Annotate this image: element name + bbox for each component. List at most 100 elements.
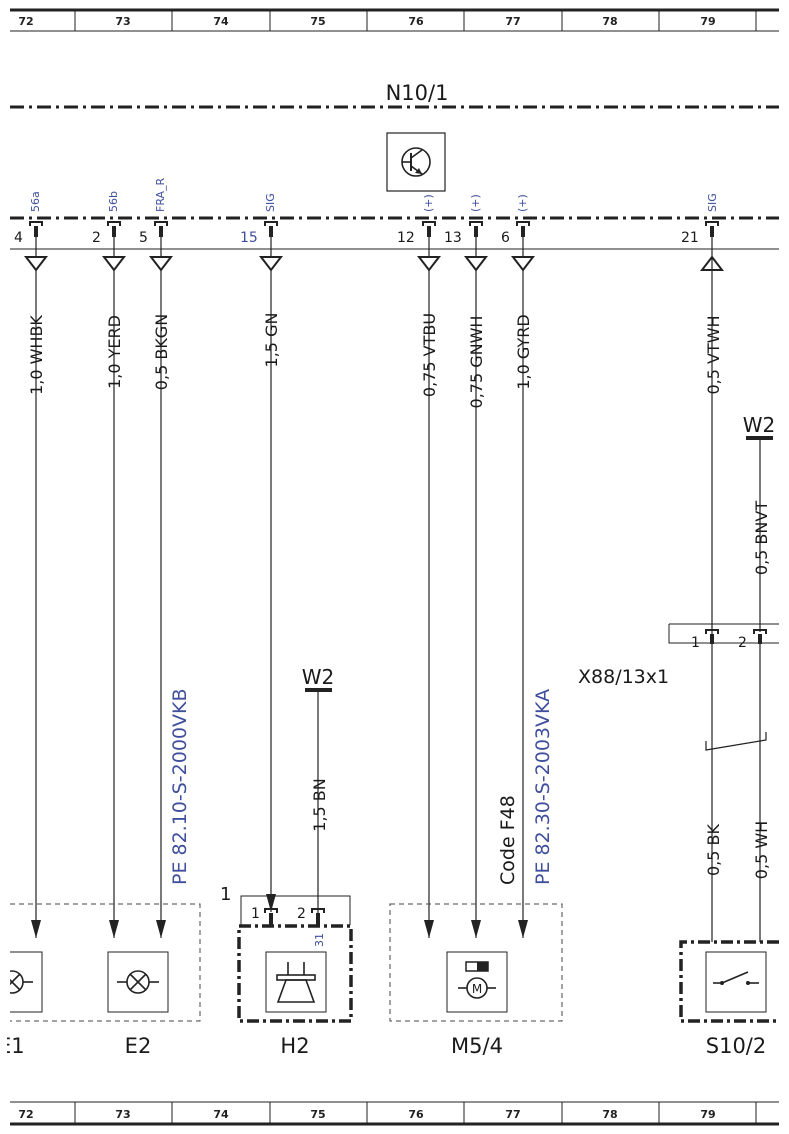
sig-label-pin-2: 56b: [107, 191, 120, 212]
ground-s10: W2 0,5 BNVT: [743, 413, 776, 632]
pin-number-6: 6: [501, 230, 510, 246]
pin-number-5: 5: [139, 230, 148, 246]
wire-direction-triangle: [23, 256, 49, 272]
component-label-e2: E2: [125, 1034, 152, 1058]
module-n10-1: N10/1: [10, 81, 779, 250]
ruler-col-72: 72: [18, 15, 33, 28]
wire-arrowhead: [266, 894, 276, 912]
ground-h2: W2 1,5 BN: [302, 665, 335, 913]
sig-label-pin-12: (+): [422, 194, 435, 212]
h2-pin-2-signal: 31: [313, 933, 326, 947]
ruler-col-78: 78: [602, 15, 617, 28]
wire-labels: 1,0 WHBK 1,0 YERD 0,5 BKGN 1,5 GN 0,75 V…: [27, 313, 723, 409]
switch-icon: [705, 951, 767, 1013]
wire-label-pin-6: 1,0 GYRD: [514, 314, 533, 389]
wire-label-s10-ground: 0,5 BNVT: [752, 501, 771, 575]
component-label-h2: H2: [280, 1034, 309, 1058]
pin-15: [258, 221, 284, 912]
svg-text:M: M: [472, 982, 482, 996]
top-ruler: 72 73 74 75 76 77 78 79: [10, 8, 779, 32]
wire-direction-triangle: [148, 256, 174, 272]
component-m5-box: [389, 903, 563, 1022]
ruler-col-76: 76: [408, 15, 424, 28]
wire-arrowhead: [109, 920, 119, 938]
ground-label-h2: W2: [302, 665, 335, 689]
wire-arrowhead: [31, 920, 41, 938]
ruler-col-75: 75: [310, 15, 325, 28]
bottom-ruler: 72 73 74 75 76 77 78 79: [10, 1101, 779, 1126]
wire-label-pin-2: 1,0 YERD: [105, 315, 124, 389]
wire-label-pin-21: 0,5 VTWH: [704, 315, 723, 394]
x88-pin-1: 1: [691, 635, 700, 651]
wire-arrowhead: [471, 920, 481, 938]
pin-4: [23, 221, 49, 938]
component-s10-box: [679, 940, 779, 1023]
ruler-col-74: 74: [213, 15, 229, 28]
motor-icon: M: [446, 951, 508, 1013]
ruler-bottom-col-77: 77: [505, 1108, 520, 1121]
ruler-bottom-col-73: 73: [115, 1108, 130, 1121]
wire-label-s10-wh: 0,5 WH: [752, 821, 771, 879]
wire-label-pin-4: 1,0 WHBK: [27, 315, 46, 395]
pin-13: [463, 221, 489, 938]
pin-number-13: 13: [444, 230, 462, 246]
ruler-bottom-col-72: 72: [18, 1108, 33, 1121]
code-reference: Code F48: [497, 795, 519, 885]
h2-pin-1: 1: [251, 906, 260, 922]
ruler-col-77: 77: [505, 15, 520, 28]
ruler-bottom-col-78: 78: [602, 1108, 617, 1121]
sig-label-pin-6: (+): [516, 194, 529, 212]
horn-icon: [265, 951, 327, 1013]
ruler-col-79: 79: [700, 15, 715, 28]
wire-label-pin-5: 0,5 BKGN: [152, 314, 171, 390]
ground-label-s10: W2: [743, 413, 776, 437]
pe-reference-right: PE 82.30-S-2003VKA: [532, 689, 554, 885]
ruler-bottom-col-76: 76: [408, 1108, 424, 1121]
component-h2-box: [237, 924, 353, 1023]
ruler-bottom-col-74: 74: [213, 1108, 229, 1121]
x88-label: X88/13x1: [578, 666, 669, 688]
h2-connector: 1 1 2 31: [220, 884, 351, 947]
pin-number-15: 15: [240, 230, 258, 246]
ruler-bottom-col-75: 75: [310, 1108, 325, 1121]
wire-direction-triangle: [510, 256, 536, 272]
h2-pin-2: 2: [297, 906, 306, 922]
connector-x88-13x1: 1 2 X88/13x1 0,5 BK 0,5 WH: [578, 249, 779, 942]
lamp-icon: [107, 951, 169, 1013]
wire-direction-triangle: [416, 256, 442, 272]
pin-6: [510, 221, 536, 938]
wire-arrowhead: [424, 920, 434, 938]
h2-connector-marker: 1: [220, 884, 231, 905]
sig-label-pin-13: (+): [469, 194, 482, 212]
sig-label-pin-15: SIG: [264, 193, 277, 212]
pin-12: [416, 221, 442, 938]
sig-label-pin-4: 56a: [29, 191, 42, 212]
module-pins: [23, 221, 725, 938]
module-name: N10/1: [386, 81, 449, 105]
x88-pin-2: 2: [738, 635, 747, 651]
wire-label-pin-13: 0,75 GNWH: [467, 316, 486, 409]
pin-5: [148, 221, 174, 938]
pin-number-12: 12: [397, 230, 415, 246]
wire-direction-triangle: [258, 256, 284, 272]
pin-number-4: 4: [14, 230, 23, 246]
ruler-bottom-col-79: 79: [700, 1108, 715, 1121]
wire-direction-triangle: [101, 256, 127, 272]
pin-2: [101, 221, 127, 938]
pin-number-2: 2: [92, 230, 101, 246]
wire-arrowhead: [156, 920, 166, 938]
pin-number-21: 21: [681, 230, 699, 246]
wire-label-pin-12: 0,75 VTBU: [420, 313, 439, 397]
component-label-s10-2: S10/2: [706, 1034, 767, 1058]
signal-labels: 56a 56b FRA_R SIG (+) (+) (+) SIG: [29, 177, 719, 212]
sig-label-pin-21: SIG: [706, 193, 719, 212]
transistor-icon: [386, 132, 446, 192]
pe-reference-left: PE 82.10-S-2000VKB: [169, 688, 191, 885]
component-group-e1-e2: [10, 903, 201, 1022]
ruler-col-73: 73: [115, 15, 130, 28]
wire-direction-triangle: [463, 256, 489, 272]
component-label-m5-4: M5/4: [451, 1034, 503, 1058]
wire-arrowhead: [518, 920, 528, 938]
wire-label-s10-bk: 0,5 BK: [704, 823, 723, 876]
